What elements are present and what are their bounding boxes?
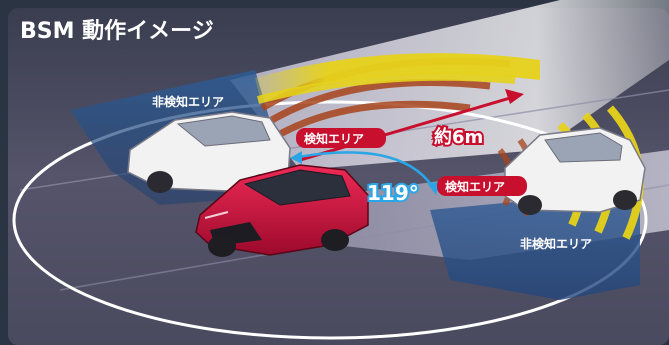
label-angle: 119° — [367, 181, 419, 205]
label-non-detect-left: 非検知エリア — [152, 94, 224, 109]
detect-band-upper-2 — [256, 72, 516, 104]
title: BSM 動作イメージ — [20, 19, 214, 44]
coverage-ellipse — [12, 100, 648, 340]
label-non-detect-right: 非検知エリア — [520, 236, 592, 251]
label-detect-right: 検知エリア — [445, 179, 505, 194]
ego-car-red — [195, 164, 369, 257]
badge-detect-upper — [296, 128, 386, 148]
label-distance: 約6m — [434, 126, 483, 148]
white-car-right — [504, 127, 646, 215]
label-detect-upper: 検知エリア — [304, 131, 364, 146]
detect-band-upper — [255, 53, 540, 98]
distance-arrow — [299, 89, 524, 162]
angle-arc — [290, 151, 440, 195]
non-detect-zone-right — [430, 190, 640, 300]
badge-detect-right — [437, 176, 527, 196]
white-car-left — [127, 111, 291, 194]
